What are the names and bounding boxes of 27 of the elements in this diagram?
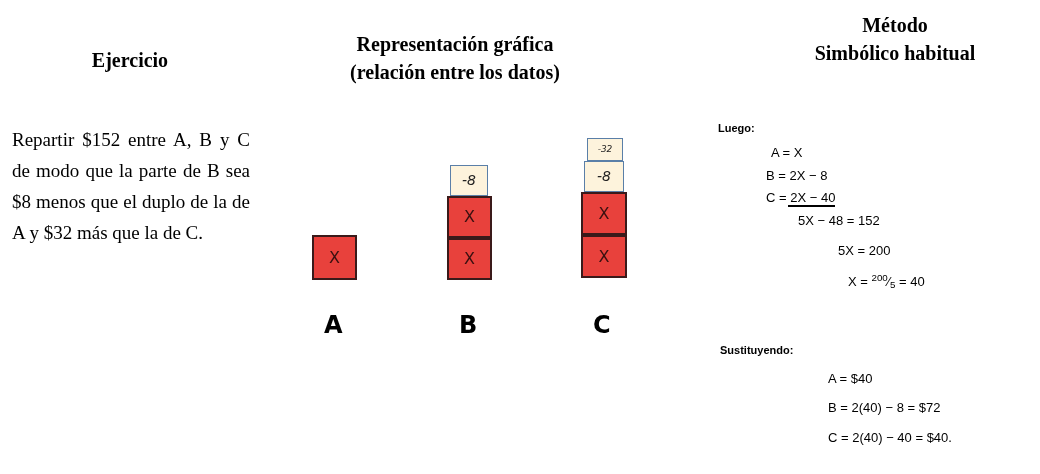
part-letter: B bbox=[459, 310, 478, 341]
equation: A = X bbox=[771, 144, 803, 162]
column-heading: Método bbox=[861, 13, 929, 38]
equation: C = 2X − 40 bbox=[766, 189, 836, 208]
unit-block: X bbox=[312, 235, 357, 280]
unit-block: X bbox=[447, 238, 492, 280]
equation: C = 2(40) − 40 = $40. bbox=[828, 429, 952, 447]
equation: 5X = 200 bbox=[838, 242, 891, 260]
unit-block: X bbox=[447, 196, 492, 238]
part-letter: C bbox=[593, 310, 611, 341]
step-heading: Luego: bbox=[718, 121, 755, 136]
equation: X = $^{200}$⁄$_{5}$ = 40 bbox=[848, 272, 925, 292]
equation: A = $40 bbox=[828, 370, 873, 388]
unit-block: X bbox=[581, 235, 627, 278]
unit-block: X bbox=[581, 192, 627, 235]
step-heading: Sustituyendo: bbox=[720, 343, 794, 358]
exercise-text: Repartir $152 entre A, B y C de modo que la parte de B sea $8 menos que el duplo de la de A y $32 más que la de C. bbox=[12, 128, 250, 245]
offset-block: -32 bbox=[587, 138, 623, 161]
column-heading: Representación gráfica (relación entre los datos) bbox=[349, 32, 561, 86]
part-letter: A bbox=[324, 310, 343, 341]
offset-block: -8 bbox=[584, 161, 624, 192]
equation: B = 2X − 8 bbox=[766, 167, 828, 185]
column-heading: Ejercicio bbox=[90, 48, 170, 74]
equation: 5X − 48 = 152 bbox=[798, 212, 880, 230]
offset-block: -8 bbox=[450, 165, 488, 196]
column-heading: Simbólico habitual bbox=[813, 41, 977, 66]
equation: B = 2(40) − 8 = $72 bbox=[828, 399, 941, 417]
